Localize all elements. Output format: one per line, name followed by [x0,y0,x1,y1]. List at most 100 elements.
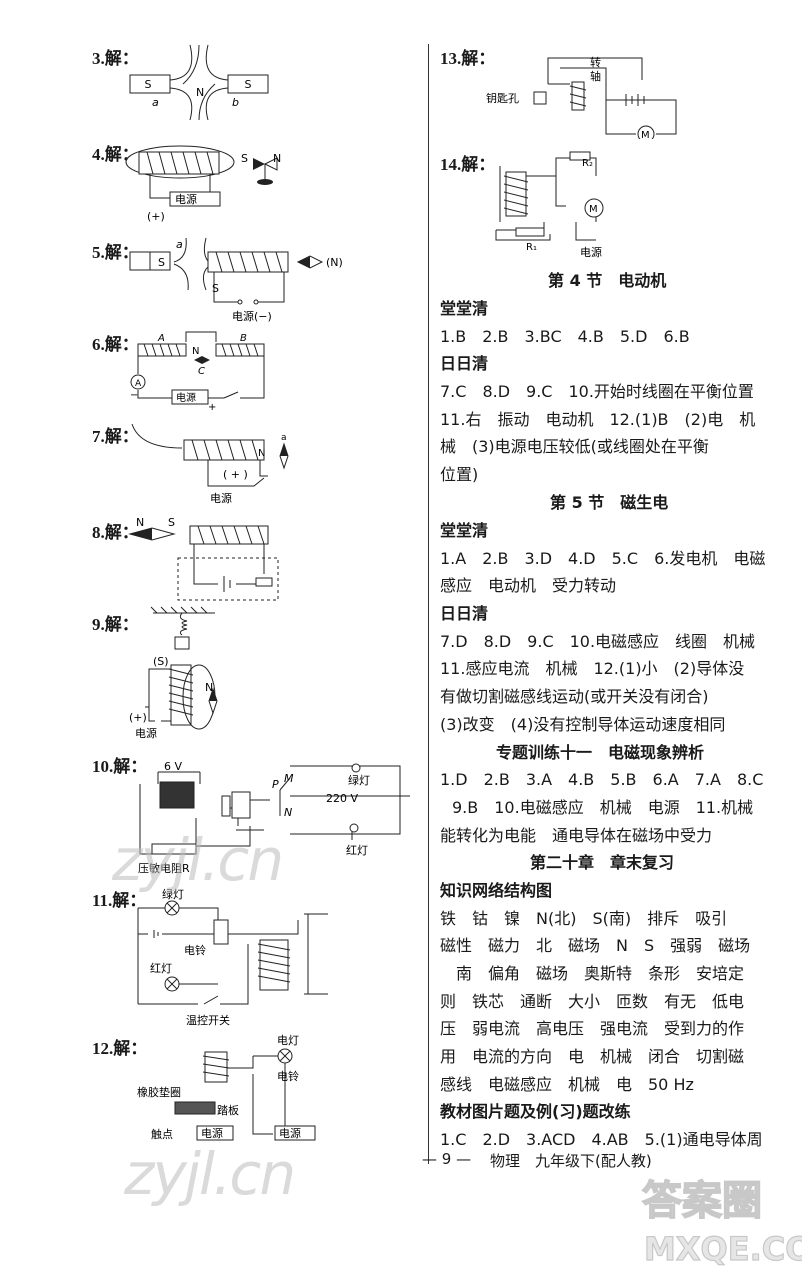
sec4-heading-1: 堂堂清 [440,299,489,318]
q12-bell: 电铃 [277,1069,299,1083]
q14-r2: R₂ [582,158,593,169]
q6-b: B [240,333,247,344]
q7-a: a [281,433,287,443]
q10-label: 10.解： [92,757,148,776]
stamp-top: 答案圈 [642,1178,762,1224]
q5-label: 5.解： [92,243,139,262]
q14-figure: R₂ R₁ M 电源 [495,151,604,258]
q6-c: C [198,366,205,377]
q3-s2: S [245,78,252,91]
q7-power: 电源 [210,491,232,505]
q9-label: 9.解： [92,615,139,634]
page-number: — 9 — [422,1150,472,1168]
sec5-heading-2: 日日清 [440,604,489,623]
q10-p: P [272,778,279,791]
q13-rot1: 转 [590,55,601,69]
chapter-line-8: 1.C 2.D 3.ACD 4.AB 5.(1)通电导体周 [440,1130,763,1149]
q11-switch: 温控开关 [186,1013,230,1027]
q5-s2: S [212,282,219,295]
q12-contact: 触点 [151,1127,173,1141]
q12-power1: 电源 [201,1126,223,1140]
sec4-line-4: 械 (3)电源电压较低(或线圈处在平衡 [440,437,709,456]
q8-label: 8.解： [92,523,139,542]
q8-n: N [136,516,144,529]
special-line-1: 1.D 2.B 3.A 4.B 5.B 6.A 7.A 8.C [440,770,764,789]
q5-n: (N) [326,256,343,269]
q5-s1: S [158,256,165,269]
sec5-line-3: 7.D 8.D 9.C 10.电磁感应 线圈 机械 [440,632,756,651]
sec4-line-3: 11.右 振动 电动机 12.(1)B (2)电 机 [440,410,756,429]
q5-power: 电源(−) [232,309,272,323]
q12-pad: 橡胶垫圈 [137,1085,181,1099]
q13-figure: 转 轴 钥匙孔 M [486,55,677,139]
column-divider [428,44,429,1164]
q3-n: N [196,86,204,99]
q12-label: 12.解： [92,1039,148,1058]
special-title: 专题训练十一 电磁现象辨析 [496,743,705,762]
q10-220: 220 V [326,792,358,805]
chapter-line-3: 南 偏角 磁场 奥斯特 条形 安培定 [456,964,745,983]
q6-n: N [192,346,199,357]
q10-m: M [284,772,294,785]
q11-label: 11.解： [92,891,147,910]
chapter-heading-2: 教材图片题及例(习)题改练 [440,1102,631,1121]
q3-b: b [232,96,239,109]
q9-power: 电源 [135,726,157,740]
q7-label: 7.解： [92,427,139,446]
q13-rot2: 轴 [590,69,601,83]
special-line-2: 9.B 10.电磁感应 机械 电源 11.机械 [452,798,754,817]
q7-n: N [258,448,265,459]
special-line-3: 能转化为电能 通电导体在磁场中受力 [440,826,713,845]
q6-a: A [157,333,165,344]
q9-n: N [205,681,213,694]
sec4-line-1: 1.B 2.B 3.BC 4.B 5.D 6.B [440,327,690,346]
sec5-title: 第 5 节 磁生电 [550,493,669,512]
q11-red: 红灯 [150,962,172,975]
q4-n: N [273,152,281,165]
q14-m: M [589,204,598,215]
q6-label: 6.解： [92,335,139,354]
q9-s: (S) [153,655,169,668]
page-subject: 物理 九年级下(配人教) [490,1152,652,1170]
sec5-heading-1: 堂堂清 [440,521,489,540]
q3-figure: S S N a b [129,44,269,121]
sec4-heading-2: 日日清 [440,354,489,373]
watermark-1: zyjl.cn [112,826,284,894]
q12-board: 踏板 [217,1103,239,1117]
q12-light: 电灯 [277,1034,299,1047]
chapter-line-2: 磁性 磁力 北 磁场 N S 强弱 磁场 [440,936,751,955]
q12-figure: 橡胶垫圈 踏板 触点 电源 电灯 电铃 电源 [137,1034,316,1141]
chapter-line-5: 压 弱电流 高电压 强电流 受到力的作 [440,1019,745,1038]
q10-red: 红灯 [346,844,368,857]
q8-s: S [168,516,175,529]
q11-figure: 绿灯 电铃 红灯 温控开关 [137,887,328,1027]
q13-m: M [641,130,650,139]
q11-bell: 电铃 [184,943,206,957]
q9-plus: (+) [129,711,147,724]
q14-r1: R₁ [526,242,537,253]
q6-ammeter: A [135,379,142,389]
q6-power: 电源 [176,391,196,404]
q7-figure: ( + ) 电源 N a [131,423,289,505]
sec4-title: 第 4 节 电动机 [548,271,667,290]
q11-green: 绿灯 [162,887,184,901]
q7-plus: ( + ) [223,468,248,481]
q10-n: N [284,806,292,819]
q3-s1: S [145,78,152,91]
q3-a: a [152,96,159,109]
q14-label: 14.解： [440,155,496,174]
q4-s: S [241,152,248,165]
q13-label: 13.解： [440,49,496,68]
q10-green: 绿灯 [348,773,370,787]
q4-figure: 电源 (+) S N [125,145,281,223]
sec5-line-5: 有做切割磁感线运动(或开关没有闭合) [440,687,709,706]
q6-plus: + [208,402,216,410]
q5-figure: S a S 电源(−) (N) [129,237,343,323]
stamp-watermark: 答案圈 MXQE.COM [641,1177,802,1268]
q9-figure: (S) N (+) 电源 [129,606,218,740]
chapter-heading-1: 知识网络结构图 [440,881,553,900]
q6-figure: A B N C A 电源 − + [130,331,265,410]
q13-key: 钥匙孔 [486,91,519,105]
q14-power: 电源 [580,245,602,258]
stamp-bottom: MXQE.COM [644,1230,802,1268]
